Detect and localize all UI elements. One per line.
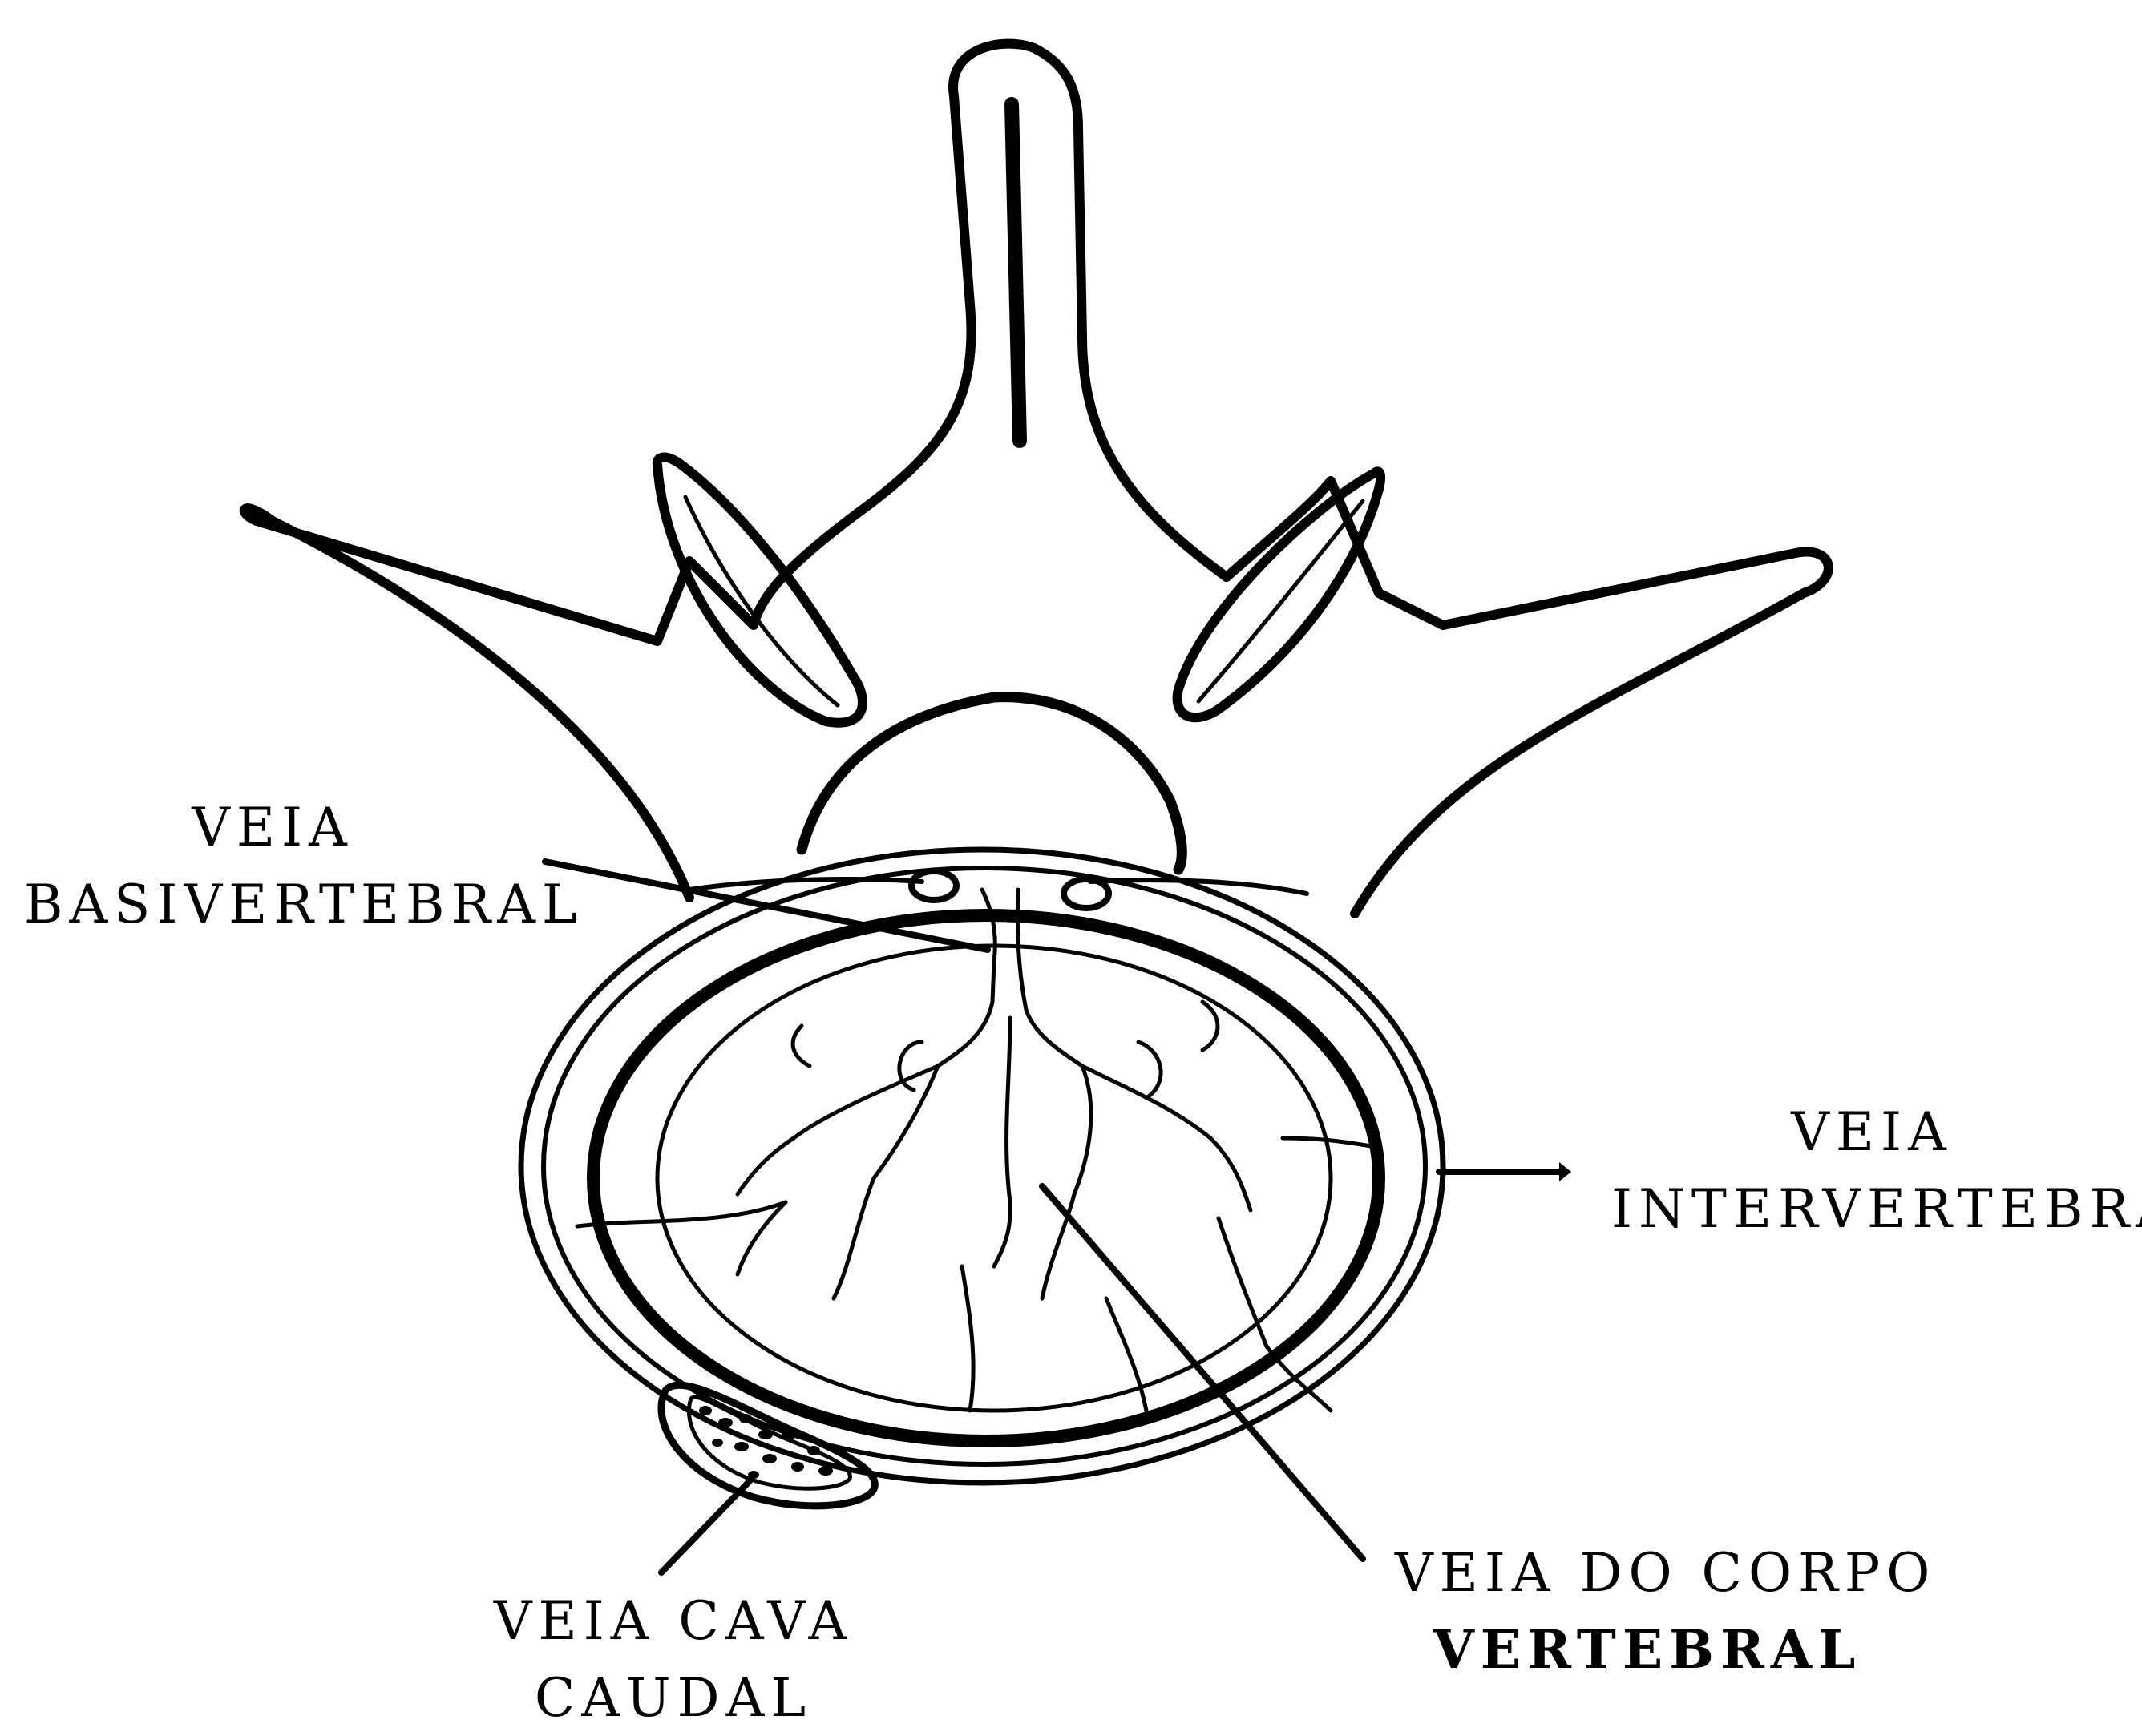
- label-basivertebral-line2: BASIVERTEBRAL: [24, 866, 521, 943]
- label-corpo-vertebral-line2: VERTEBRAL: [1395, 1612, 1900, 1689]
- label-intervertebral-line1: VEIA: [1611, 1094, 2132, 1171]
- vertebral-canal: [802, 697, 1182, 870]
- label-veia-intervertebral: VEIA INTERVERTEBRAL: [1611, 1094, 2132, 1247]
- label-cava-caudal-line2: CAUDAL: [449, 1660, 898, 1736]
- leader-line-cava-caudal: [661, 1481, 750, 1572]
- arrowhead-intervertebral: [1559, 1162, 1571, 1181]
- label-veia-do-corpo-vertebral: VEIA DO CORPO VERTEBRAL: [1395, 1535, 1900, 1688]
- spinous-process: [858, 44, 1227, 577]
- label-corpo-vertebral-line1: VEIA DO CORPO: [1395, 1535, 1900, 1612]
- label-intervertebral-line2: INTERVERTEBRAL: [1611, 1171, 2132, 1248]
- label-veia-basivertebral: VEIA BASIVERTEBRAL: [24, 789, 521, 943]
- label-veia-cava-caudal: VEIA CAVA CAUDAL: [449, 1583, 898, 1736]
- label-basivertebral-line1: VEIA: [24, 789, 521, 866]
- label-cava-caudal-line1: VEIA CAVA: [449, 1583, 898, 1660]
- cortical-bone-ring: [593, 915, 1379, 1441]
- right-articular-process: [1178, 471, 1380, 717]
- basivertebral-vein-tree: [738, 890, 1267, 1411]
- venous-ring-left: [911, 871, 956, 900]
- venous-ring-right: [1064, 879, 1109, 908]
- leader-line-corpo-vertebral: [1042, 1186, 1363, 1559]
- right-transverse-process: [1227, 481, 1829, 914]
- branch-vein-left: [577, 1202, 786, 1226]
- spinous-process-groove: [1012, 104, 1020, 441]
- left-articular-process: [657, 458, 863, 723]
- cancellous-bone-outline: [657, 946, 1331, 1411]
